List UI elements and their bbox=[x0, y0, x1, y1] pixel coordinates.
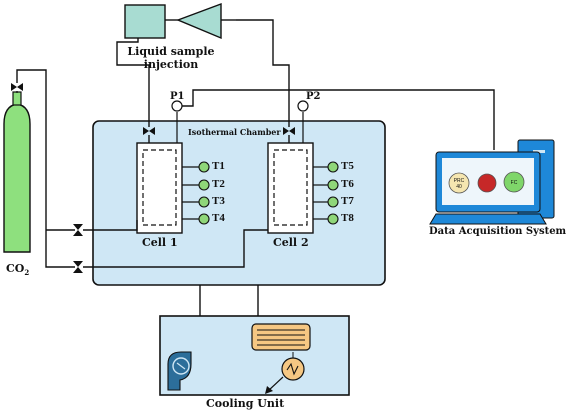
co2-valve-icon bbox=[11, 83, 23, 93]
display-prc-icon bbox=[448, 172, 470, 194]
p2-gauge-icon bbox=[297, 100, 309, 112]
cell1-inlet-valve-icon bbox=[143, 127, 155, 135]
sensor-t3-label: T3 bbox=[212, 195, 225, 207]
display-fc-icon bbox=[503, 171, 525, 193]
sensor-t8-label: T8 bbox=[341, 212, 354, 224]
liquid-sample-line2: injection bbox=[143, 58, 199, 71]
cell2-label: Cell 2 bbox=[273, 236, 309, 249]
p1-label: P1 bbox=[170, 91, 185, 102]
sensor-t4-icon bbox=[198, 213, 210, 225]
display-prc-text2: 40 bbox=[456, 184, 462, 190]
p2-label: P2 bbox=[306, 91, 321, 102]
sensor-t1-label: T1 bbox=[212, 160, 225, 172]
liquid-pump bbox=[124, 2, 222, 40]
liquid-sample-label: Liquid sample injection bbox=[120, 45, 222, 71]
cell1-gas-valve-icon bbox=[73, 224, 83, 236]
daq-label: Data Acquisition System bbox=[429, 226, 567, 237]
sensor-t2-icon bbox=[198, 179, 210, 191]
cell-1 bbox=[136, 142, 183, 234]
sensor-t2-label: T2 bbox=[212, 178, 225, 190]
cell2-sensors bbox=[327, 161, 339, 225]
co2-text: CO bbox=[6, 262, 25, 275]
cell2-sensor-wires bbox=[313, 166, 328, 220]
sensor-t7-label: T7 bbox=[341, 195, 354, 207]
sensor-t6-icon bbox=[327, 179, 339, 191]
chamber-title: Isothermal Chamber bbox=[188, 127, 281, 137]
refrigerant-arrow bbox=[267, 376, 284, 392]
computer-icon: PRC 40 FC bbox=[429, 139, 555, 225]
sensor-t5-icon bbox=[327, 161, 339, 173]
sensor-t7-icon bbox=[327, 196, 339, 208]
cell1-sensor-wires bbox=[182, 166, 199, 220]
display-red-icon bbox=[477, 173, 497, 193]
cell2-inlet-valve-icon bbox=[283, 127, 295, 135]
heat-exchanger-icon bbox=[251, 323, 311, 351]
co2-cylinder bbox=[3, 91, 31, 253]
p1-gauge-icon bbox=[171, 100, 183, 112]
sensor-t3-icon bbox=[198, 196, 210, 208]
cell1-sensors bbox=[198, 161, 210, 225]
co2-subscript: 2 bbox=[24, 268, 30, 278]
display-prc-text: PRC bbox=[454, 178, 465, 184]
sensor-t4-label: T4 bbox=[212, 212, 225, 224]
sensor-t6-label: T6 bbox=[341, 178, 354, 190]
blower-fan-icon bbox=[167, 351, 192, 391]
cell2-gas-valve-icon bbox=[73, 261, 83, 273]
liquid-sample-line1: Liquid sample bbox=[127, 45, 215, 58]
compressor-icon bbox=[281, 357, 305, 381]
cooling-unit-label: Cooling Unit bbox=[206, 397, 285, 410]
sensor-t1-icon bbox=[198, 161, 210, 173]
sensor-t5-label: T5 bbox=[341, 160, 354, 172]
display-fc-text: FC bbox=[511, 180, 518, 186]
co2-label: CO2 bbox=[6, 262, 29, 277]
sensor-t8-icon bbox=[327, 213, 339, 225]
cell-2 bbox=[267, 142, 314, 234]
cell1-label: Cell 1 bbox=[142, 236, 178, 249]
